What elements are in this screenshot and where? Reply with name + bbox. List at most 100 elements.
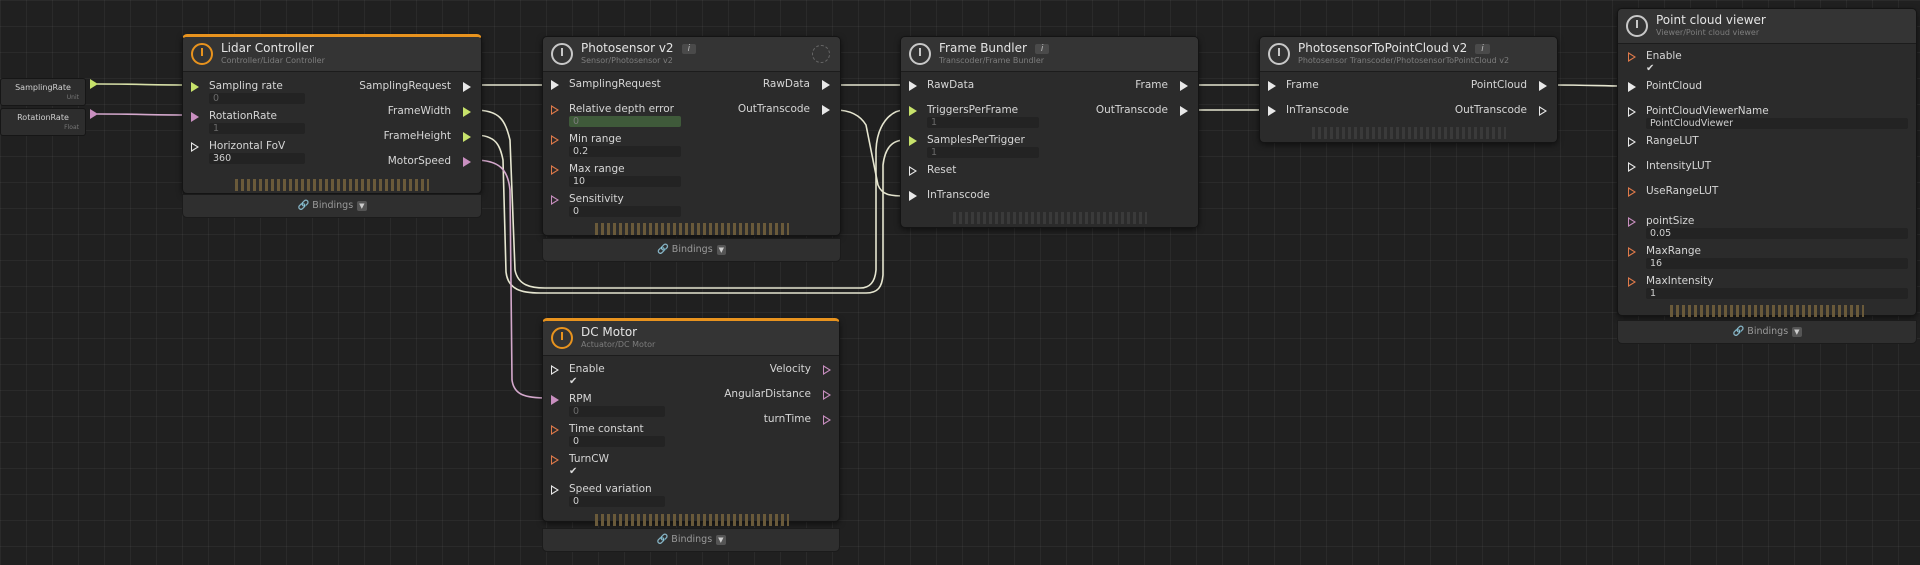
rotationrate-input-port[interactable]: [191, 112, 199, 122]
resize-grip[interactable]: [953, 212, 1147, 224]
reset-input-port[interactable]: [909, 166, 917, 176]
outtranscode-output-port[interactable]: [1539, 106, 1547, 116]
output-label: OutTranscode: [737, 103, 810, 115]
samplingrequest-input-port[interactable]: [551, 80, 559, 90]
resize-grip[interactable]: [595, 514, 789, 526]
dc-motor-bindings-button[interactable]: 🔗Bindings▼: [542, 528, 840, 552]
intensitylut-input-port[interactable]: [1628, 162, 1636, 172]
lidar-bindings-button[interactable]: 🔗Bindings▼: [182, 194, 482, 218]
spinner-icon: [812, 45, 830, 63]
rotationrate-output-port[interactable]: [90, 109, 98, 119]
samplingrate-mini-node[interactable]: SamplingRate Unit: [0, 78, 86, 106]
triggersperframe-input-port[interactable]: [909, 106, 917, 116]
rpm-input-port[interactable]: [551, 395, 559, 405]
sensitivity-field[interactable]: 0: [569, 206, 681, 217]
min-range-field[interactable]: 0.2: [569, 146, 681, 157]
photosensor-bindings-button[interactable]: 🔗Bindings▼: [542, 238, 841, 262]
outtranscode-output-port[interactable]: [1180, 106, 1188, 116]
enable-checkbox[interactable]: ✔: [569, 376, 578, 387]
outtranscode-output-port[interactable]: [822, 105, 830, 115]
input-label: UseRangeLUT: [1646, 185, 1719, 197]
userangelut-input-port[interactable]: [1628, 187, 1636, 197]
viewer-icon: [1626, 15, 1648, 37]
motorspeed-output-port[interactable]: [463, 157, 471, 167]
pointsize-input-port[interactable]: [1628, 217, 1636, 227]
speed-variation-input-port[interactable]: [551, 485, 559, 495]
pc-viewer-bindings-button[interactable]: 🔗Bindings▼: [1617, 320, 1917, 344]
max-range-field[interactable]: 10: [569, 176, 681, 187]
time-constant-field[interactable]: 0: [569, 436, 665, 447]
resize-grip[interactable]: [235, 179, 429, 191]
mini-node-type: Unit: [66, 94, 79, 101]
maxrange-input-port[interactable]: [1628, 247, 1636, 257]
maxrange-field[interactable]: 16: [1646, 258, 1908, 269]
enable-input-port[interactable]: [1628, 52, 1636, 62]
turncw-input-port[interactable]: [551, 455, 559, 465]
rangelut-input-port[interactable]: [1628, 137, 1636, 147]
point-cloud-viewer-node[interactable]: Point cloud viewer Viewer/Point cloud vi…: [1617, 8, 1917, 317]
lidar-controller-node[interactable]: Lidar Controller Controller/Lidar Contro…: [182, 34, 482, 194]
resize-grip[interactable]: [595, 223, 789, 235]
angulardistance-output-port[interactable]: [823, 390, 831, 400]
pointcloud-output-port[interactable]: [1539, 81, 1547, 91]
rawdata-output-port[interactable]: [822, 80, 830, 90]
input-label: Enable: [569, 363, 605, 375]
intranscode-input-port[interactable]: [1268, 106, 1276, 116]
velocity-output-port[interactable]: [823, 365, 831, 375]
maxintensity-input-port[interactable]: [1628, 277, 1636, 287]
min-range-input-port[interactable]: [551, 135, 559, 145]
samplingrequest-output-port[interactable]: [463, 82, 471, 92]
info-icon[interactable]: i: [1034, 44, 1050, 54]
resize-grip[interactable]: [1670, 305, 1864, 317]
horizontal-fov-field[interactable]: 360: [209, 153, 305, 164]
info-icon[interactable]: i: [681, 44, 697, 54]
intranscode-input-port[interactable]: [909, 191, 917, 201]
triggersperframe-field[interactable]: 1: [927, 117, 1039, 128]
maxintensity-field[interactable]: 1: [1646, 288, 1908, 299]
sampling-rate-field[interactable]: 0: [209, 93, 305, 104]
input-label: Time constant: [569, 423, 644, 435]
sampling-rate-input-port[interactable]: [191, 82, 199, 92]
relative-depth-error-slider[interactable]: 0: [569, 116, 681, 127]
samplespertrigger-input-port[interactable]: [909, 136, 917, 146]
dc-motor-node[interactable]: DC Motor Actuator/DC Motor Enable ✔ RPM …: [542, 318, 840, 526]
enable-input-port[interactable]: [551, 365, 559, 375]
frame-input-port[interactable]: [1268, 81, 1276, 91]
relative-depth-error-input-port[interactable]: [551, 105, 559, 115]
speed-variation-field[interactable]: 0: [569, 496, 665, 507]
pointcloudviewername-input-port[interactable]: [1628, 107, 1636, 117]
max-range-input-port[interactable]: [551, 165, 559, 175]
samplespertrigger-field[interactable]: 1: [927, 147, 1039, 158]
input-label: RPM: [569, 393, 592, 405]
rotationrate-field[interactable]: 1: [209, 123, 305, 134]
info-icon[interactable]: i: [1475, 44, 1490, 54]
pointsize-field[interactable]: 0.05: [1646, 228, 1908, 239]
node-header[interactable]: Lidar Controller Controller/Lidar Contro…: [183, 37, 481, 72]
pointcloud-input-port[interactable]: [1628, 82, 1636, 92]
frame-output-port[interactable]: [1180, 81, 1188, 91]
samplingrate-output-port[interactable]: [90, 79, 98, 89]
mini-node-type: Float: [64, 124, 79, 131]
rawdata-input-port[interactable]: [909, 81, 917, 91]
turntime-output-port[interactable]: [823, 415, 831, 425]
bindings-label: Bindings: [312, 200, 354, 211]
enable-checkbox[interactable]: ✔: [1646, 63, 1655, 74]
rpm-field[interactable]: 0: [569, 406, 665, 417]
node-header[interactable]: DC Motor Actuator/DC Motor: [543, 321, 839, 356]
sensitivity-input-port[interactable]: [551, 195, 559, 205]
framewidth-output-port[interactable]: [463, 107, 471, 117]
turncw-checkbox[interactable]: ✔: [569, 466, 578, 477]
time-constant-input-port[interactable]: [551, 425, 559, 435]
resize-grip[interactable]: [1312, 127, 1506, 139]
pointcloudviewername-field[interactable]: PointCloudViewer: [1646, 118, 1908, 129]
horizontal-fov-input-port[interactable]: [191, 142, 199, 152]
frameheight-output-port[interactable]: [463, 132, 471, 142]
rotationrate-mini-node[interactable]: RotationRate Float: [0, 108, 86, 136]
node-header[interactable]: Point cloud viewer Viewer/Point cloud vi…: [1618, 9, 1916, 44]
